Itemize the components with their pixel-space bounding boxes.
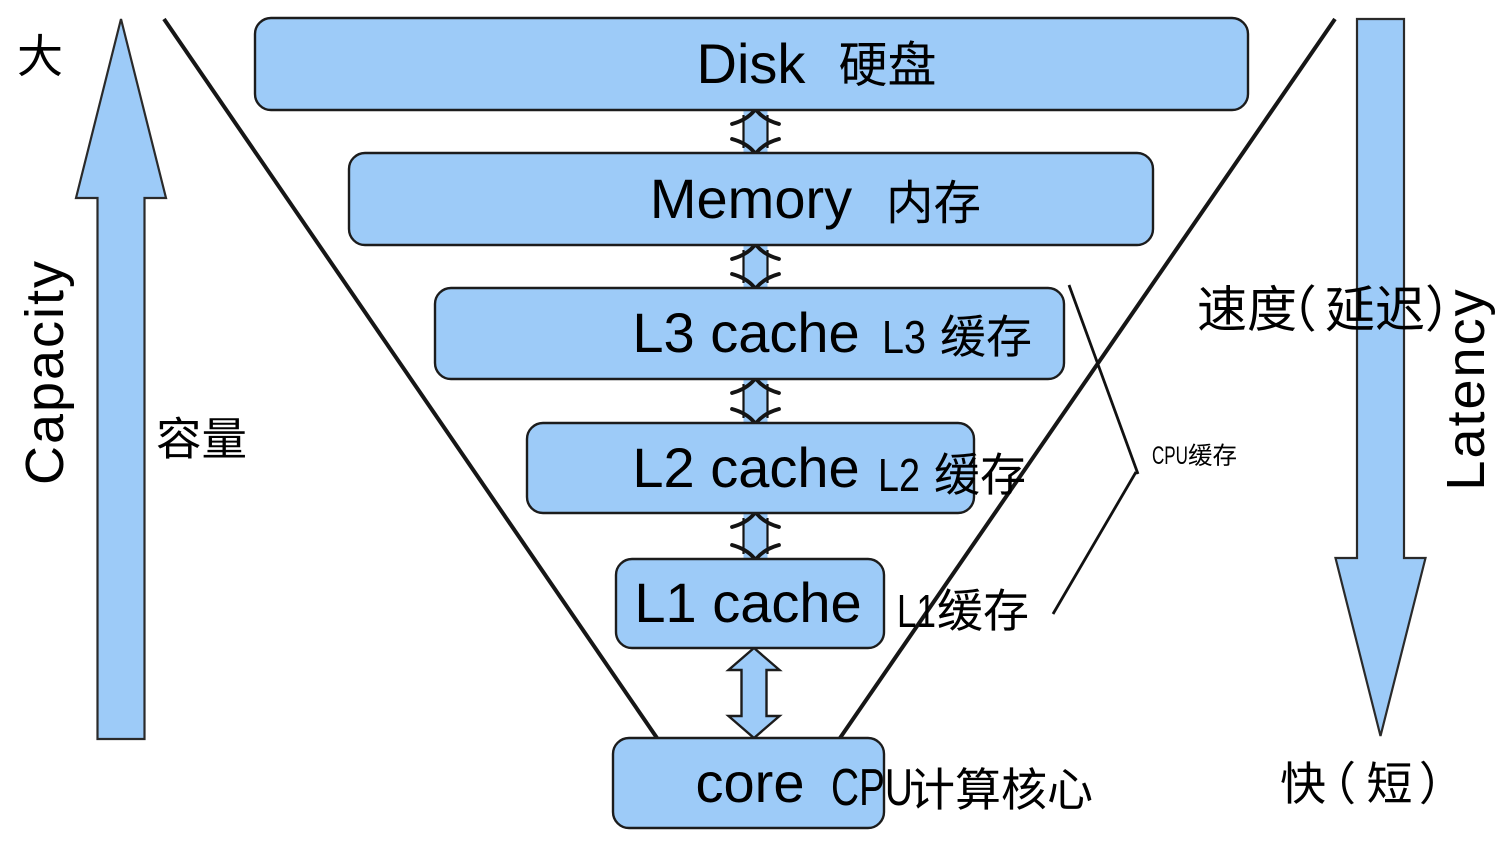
l2-label-en: L2 cache: [632, 436, 859, 499]
disk-label-en: Disk: [697, 32, 807, 95]
cpu-cache-label-prefix: CPU: [1152, 442, 1188, 470]
label-core-cn: [911, 767, 1092, 810]
l3-label-en: L3 cache: [632, 301, 859, 364]
connector-l3-l2: [730, 378, 781, 424]
l2-box: [525, 421, 976, 515]
label-rongliang: [157, 416, 245, 459]
label-l1-cn: [938, 588, 1028, 631]
disk-box: [253, 16, 1250, 112]
connector-memory-l3: [730, 244, 781, 289]
memory-label-en: Memory: [650, 167, 852, 230]
latency-arrow: [1334, 17, 1427, 737]
cpu-cache-pointer-upper: [1067, 284, 1140, 475]
label-da: [18, 33, 62, 77]
funnel-left-line: [162, 17, 659, 740]
funnel-right-line: [838, 17, 1337, 740]
capacity-label: Capacity: [15, 259, 75, 485]
label-cpucache-cn: [1188, 443, 1236, 467]
core-box: [611, 736, 886, 830]
core-label-cn-prefix: CPU: [831, 757, 913, 816]
l1-label-en: L1 cache: [634, 571, 861, 634]
l3-label-cn-prefix: L3: [882, 312, 926, 363]
connector-disk-memory: [730, 109, 781, 154]
connector-l1-core: [725, 646, 783, 740]
memory-box: [347, 151, 1155, 247]
l2-label-cn-prefix: L2: [878, 449, 920, 500]
capacity-arrow: [74, 18, 168, 741]
latency-label: Latency: [1436, 287, 1496, 490]
connector-l2-l1: [730, 512, 781, 560]
cpu-cache-pointer-lower: [1051, 471, 1138, 615]
core-label-en: core: [696, 751, 805, 814]
l1-box: [614, 557, 886, 650]
l3-box: [433, 286, 1066, 381]
label-kuai: [1281, 760, 1433, 805]
l1-label-cn-prefix: L1: [897, 585, 936, 637]
